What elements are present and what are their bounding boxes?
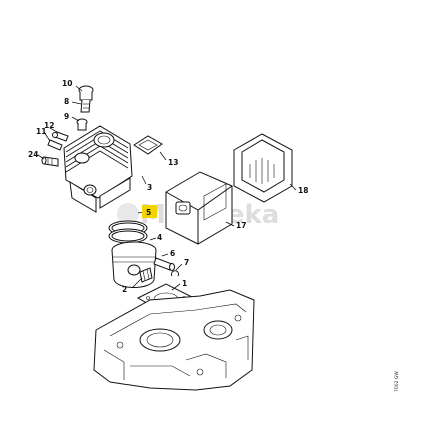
part-10-plug [78,85,94,113]
callout-5: 5 [146,208,151,217]
part-18-cover [233,133,293,203]
callout-17: 17 [236,221,246,230]
callout-9: 9 [64,112,69,121]
cylinder-assembly [63,125,133,213]
callout-1: 1 [182,279,187,288]
callout-7: 7 [184,258,189,267]
part-6-piston-pin [153,257,175,271]
part-17-muffler [165,171,233,245]
callout-8: 8 [64,97,69,106]
callout-6: 6 [170,249,175,258]
callout-11: 11 [36,127,46,136]
callout-3: 3 [147,183,152,192]
callout-2: 2 [122,285,127,294]
part-4-piston [111,241,157,288]
callout-13: 13 [168,158,178,167]
part-12-bolt [52,131,69,142]
callout-labels: 10 8 9 12 11 24 13 3 5 4 6 7 2 1 17 18 [28,79,308,294]
part-9-washer [76,118,88,131]
document-id: 7002 GW [394,371,400,392]
callout-10: 10 [62,79,72,88]
part-24-valve [41,156,59,167]
callout-24: 24 [28,150,38,159]
crankcase [93,289,255,391]
callout-5-highlight [142,205,157,218]
part-7-circlip [171,270,179,277]
part-5-piston-rings [108,220,148,244]
part-11-sleeve [47,139,63,151]
part-13-gasket [133,135,163,155]
leader-lines [37,85,297,291]
callout-18: 18 [298,186,308,195]
callout-12: 12 [44,121,54,130]
callout-4: 4 [157,233,162,242]
